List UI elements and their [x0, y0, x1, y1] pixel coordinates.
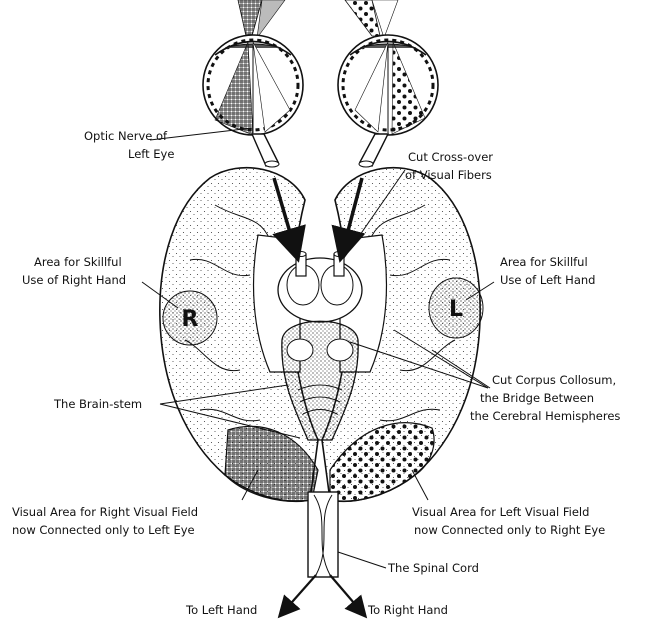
- to-left-hand-label: To Left Hand: [185, 603, 257, 617]
- crossover-label-1: Cut Cross-over: [408, 150, 493, 164]
- corpus-label-1: Cut Corpus Collosum,: [492, 373, 616, 387]
- optic-nerve-label-2: Left Eye: [128, 147, 174, 161]
- crossover-label-2: of Visual Fibers: [405, 168, 492, 182]
- skill-area-left-hand: L: [429, 278, 483, 338]
- skill-area-right-hand: R: [163, 291, 217, 345]
- visual-left-label-2: now Connected only to Right Eye: [414, 523, 605, 537]
- right-hand-area-label-1: Area for Skillful: [34, 255, 122, 269]
- left-eye: [203, 35, 303, 135]
- corpus-label-3: the Cerebral Hemispheres: [470, 409, 620, 423]
- right-eye: [338, 35, 438, 135]
- visual-right-label-2: now Connected only to Left Eye: [12, 523, 195, 537]
- brainstem-label: The Brain-stem: [53, 397, 142, 411]
- spinal-cord-label: The Spinal Cord: [387, 561, 479, 575]
- optic-nerves: [252, 134, 388, 167]
- optic-nerve-label-1: Optic Nerve of: [84, 129, 168, 143]
- light-beams: [238, 0, 398, 38]
- left-hand-area-label-2: Use of Left Hand: [500, 273, 595, 287]
- spinal-cord: [285, 492, 360, 610]
- corpus-label-2: the Bridge Between: [480, 391, 594, 405]
- area-r-letter: R: [182, 307, 199, 332]
- left-hand-area-label-1: Area for Skillful: [500, 255, 588, 269]
- visual-left-label-1: Visual Area for Left Visual Field: [412, 505, 589, 519]
- visual-right-label-1: Visual Area for Right Visual Field: [12, 505, 198, 519]
- right-hand-area-label-2: Use of Right Hand: [22, 273, 126, 287]
- area-l-letter: L: [449, 297, 463, 322]
- to-right-hand-label: To Right Hand: [367, 603, 448, 617]
